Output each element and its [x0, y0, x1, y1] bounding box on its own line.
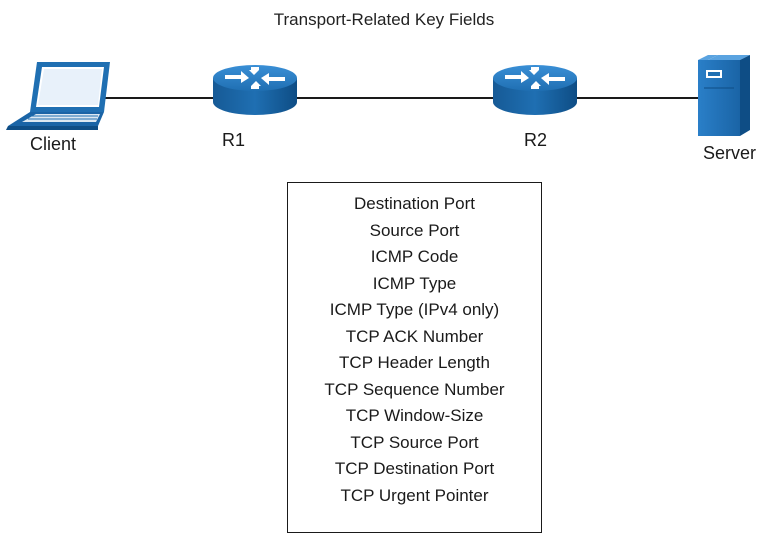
- field-item: Source Port: [369, 220, 460, 240]
- field-item: ICMP Type (IPv4 only): [329, 300, 500, 319]
- router-icon: [213, 65, 297, 115]
- field-item: TCP Window-Size: [345, 406, 484, 425]
- field-item: Destination Port: [354, 194, 475, 213]
- laptop-icon: [6, 62, 110, 130]
- field-item: TCP Destination Port: [334, 459, 495, 478]
- field-item: TCP ACK Number: [345, 326, 484, 346]
- client-label: Client: [30, 134, 77, 154]
- server-label: Server: [703, 143, 757, 163]
- field-item: TCP Sequence Number: [324, 379, 505, 399]
- key-fields-box: Destination Port Source Port ICMP Code I…: [287, 182, 542, 533]
- field-item: TCP Urgent Pointer: [340, 485, 489, 505]
- field-item: ICMP Code: [370, 247, 459, 266]
- server-icon: [698, 55, 750, 136]
- r1-label: R1: [222, 130, 246, 150]
- field-item: ICMP Type: [372, 273, 457, 293]
- diagram-title: Transport-Related Key Fields: [273, 10, 495, 29]
- network-topology: [6, 55, 750, 136]
- r2-label: R2: [524, 130, 548, 150]
- router-icon: [493, 65, 577, 115]
- field-item: TCP Source Port: [350, 432, 479, 452]
- field-item: TCP Header Length: [339, 353, 490, 372]
